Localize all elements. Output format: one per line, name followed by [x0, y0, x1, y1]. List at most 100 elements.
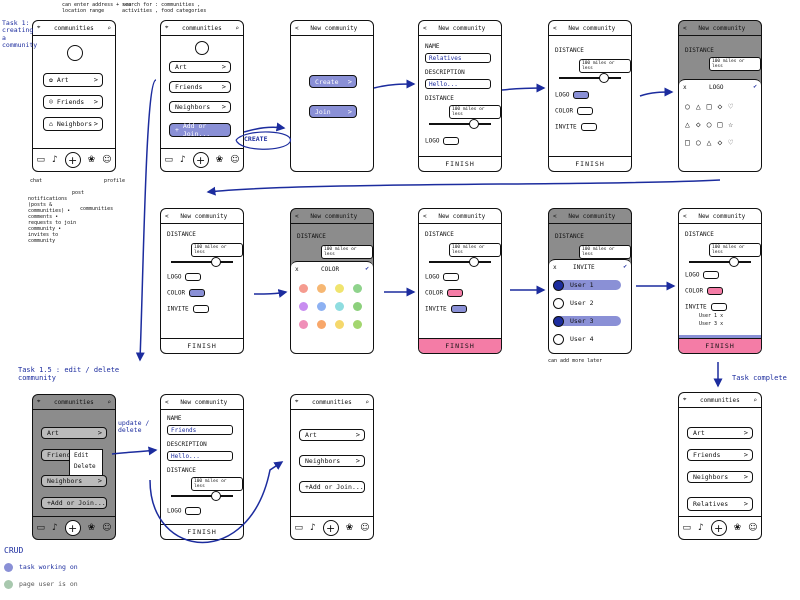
location-icon[interactable]: ⌖ — [683, 396, 687, 403]
communities-icon[interactable]: ❀ — [87, 523, 96, 533]
post-button[interactable]: + — [64, 152, 81, 168]
profile-icon[interactable]: ☺ — [230, 155, 240, 165]
community-item-art[interactable]: ✿ Art> — [43, 73, 103, 87]
slider-knob[interactable] — [729, 257, 739, 267]
location-icon[interactable]: ⌖ — [165, 24, 169, 31]
close-icon[interactable]: x — [295, 266, 299, 273]
slider-knob[interactable] — [211, 491, 221, 501]
join-button[interactable]: Join> — [309, 105, 357, 118]
profile-icon[interactable]: ☺ — [102, 155, 112, 165]
search-icon[interactable]: ⌕ — [365, 398, 369, 406]
community-item-relatives[interactable]: Relatives> — [687, 497, 753, 511]
invite-row[interactable]: INVITE — [167, 305, 209, 313]
finish-button[interactable]: FINISH — [419, 156, 501, 171]
logo-row[interactable]: LOGO — [167, 273, 202, 281]
profile-icon[interactable]: ☺ — [102, 523, 112, 533]
back-icon[interactable]: < — [295, 212, 299, 220]
search-icon[interactable]: ⌕ — [107, 24, 111, 32]
color-swatch[interactable] — [317, 302, 326, 311]
user-row-1[interactable]: User 1 — [553, 279, 621, 291]
distance-slider[interactable] — [429, 119, 491, 129]
slider-knob[interactable] — [469, 119, 479, 129]
slider-knob[interactable] — [599, 73, 609, 83]
finish-button[interactable]: FINISH — [549, 156, 631, 171]
logo-grid-row-3[interactable]: □○△◇♡ — [685, 138, 740, 147]
color-swatch[interactable] — [299, 320, 308, 329]
add-or-join-button[interactable]: + Add or Join... — [169, 122, 231, 138]
name-field[interactable]: Friends — [167, 425, 233, 435]
user-row-2[interactable]: User 2 — [553, 297, 621, 309]
chat-icon[interactable]: ▭ — [36, 523, 45, 533]
bell-icon[interactable]: ♪ — [697, 523, 704, 533]
slider-knob[interactable] — [211, 257, 221, 267]
close-icon[interactable]: x — [553, 264, 557, 271]
color-swatch[interactable] — [317, 320, 326, 329]
finish-button[interactable]: FINISH — [161, 338, 243, 353]
community-item-neighbors[interactable]: Neighbors> — [687, 471, 753, 483]
color-swatch[interactable] — [335, 302, 344, 311]
chat-icon[interactable]: ▭ — [294, 523, 303, 533]
logo-grid-row-1[interactable]: ○△□◇♡ — [685, 102, 740, 111]
community-item-art[interactable]: Art> — [299, 429, 365, 441]
color-swatch[interactable] — [335, 284, 344, 293]
check-icon[interactable]: ✔ — [753, 83, 757, 90]
chat-icon[interactable]: ▭ — [36, 155, 45, 165]
name-field[interactable]: Relatives — [425, 53, 491, 63]
distance-slider[interactable] — [171, 491, 233, 501]
back-icon[interactable]: < — [295, 24, 299, 32]
back-icon[interactable]: < — [165, 212, 169, 220]
post-button[interactable]: + — [710, 520, 727, 536]
finish-button[interactable]: FINISH — [161, 524, 243, 539]
community-item-neighbors[interactable]: Neighbors> — [169, 101, 231, 113]
color-row[interactable]: COLOR — [167, 289, 206, 297]
invited-user-3[interactable]: User 3 x — [699, 321, 724, 327]
back-icon[interactable]: < — [423, 24, 427, 32]
community-item-friends[interactable]: Friends> — [687, 449, 753, 461]
invite-row[interactable]: INVITE — [555, 123, 597, 131]
community-item-art[interactable]: Art> — [687, 427, 753, 439]
invite-row[interactable]: INVITE — [425, 305, 467, 313]
location-icon[interactable]: ⌖ — [37, 398, 41, 405]
communities-icon[interactable]: ❀ — [87, 155, 96, 165]
community-item-neighbors[interactable]: Neighbors> — [299, 455, 365, 467]
back-icon[interactable]: < — [165, 398, 169, 406]
logo-row[interactable]: LOGO — [425, 273, 460, 281]
profile-icon[interactable]: ☺ — [360, 523, 370, 533]
distance-slider[interactable] — [559, 73, 621, 83]
finish-button[interactable]: FINISH — [679, 335, 761, 353]
logo-row[interactable]: LOGO — [167, 507, 202, 515]
logo-row[interactable]: LOGO — [555, 91, 590, 99]
search-icon[interactable]: ⌕ — [753, 396, 757, 404]
create-button[interactable]: Create> — [309, 75, 357, 88]
color-swatch[interactable] — [353, 320, 362, 329]
location-icon[interactable]: ⌖ — [37, 24, 41, 31]
color-swatch[interactable] — [353, 302, 362, 311]
logo-grid-row-2[interactable]: △◇○□☆ — [685, 120, 740, 129]
post-button[interactable]: + — [322, 520, 339, 536]
post-button[interactable]: + — [64, 520, 81, 536]
user-row-4[interactable]: User 4 — [553, 333, 621, 345]
color-swatch[interactable] — [299, 302, 308, 311]
logo-row[interactable]: LOGO — [685, 271, 720, 279]
color-row[interactable]: COLOR — [685, 287, 724, 295]
communities-icon[interactable]: ❀ — [215, 155, 224, 165]
color-swatch[interactable] — [299, 284, 308, 293]
slider-knob[interactable] — [469, 257, 479, 267]
back-icon[interactable]: < — [683, 24, 687, 32]
back-icon[interactable]: < — [553, 212, 557, 220]
communities-icon[interactable]: ❀ — [733, 523, 742, 533]
add-or-join-button[interactable]: +Add or Join... — [299, 481, 365, 493]
bell-icon[interactable]: ♪ — [51, 523, 58, 533]
back-icon[interactable]: < — [423, 212, 427, 220]
distance-slider[interactable] — [171, 257, 233, 267]
chat-icon[interactable]: ▭ — [164, 155, 173, 165]
description-field[interactable]: Hello... — [167, 451, 233, 461]
community-item-art[interactable]: Art> — [169, 61, 231, 73]
distance-slider[interactable] — [689, 257, 751, 267]
back-icon[interactable]: < — [553, 24, 557, 32]
add-or-join-button[interactable]: +Add or Join... — [41, 497, 107, 509]
invited-user-1[interactable]: User 1 x — [699, 313, 724, 319]
invite-row[interactable]: INVITE — [685, 303, 727, 311]
community-item-friends[interactable]: Friends> — [169, 81, 231, 93]
color-row[interactable]: COLOR — [555, 107, 594, 115]
